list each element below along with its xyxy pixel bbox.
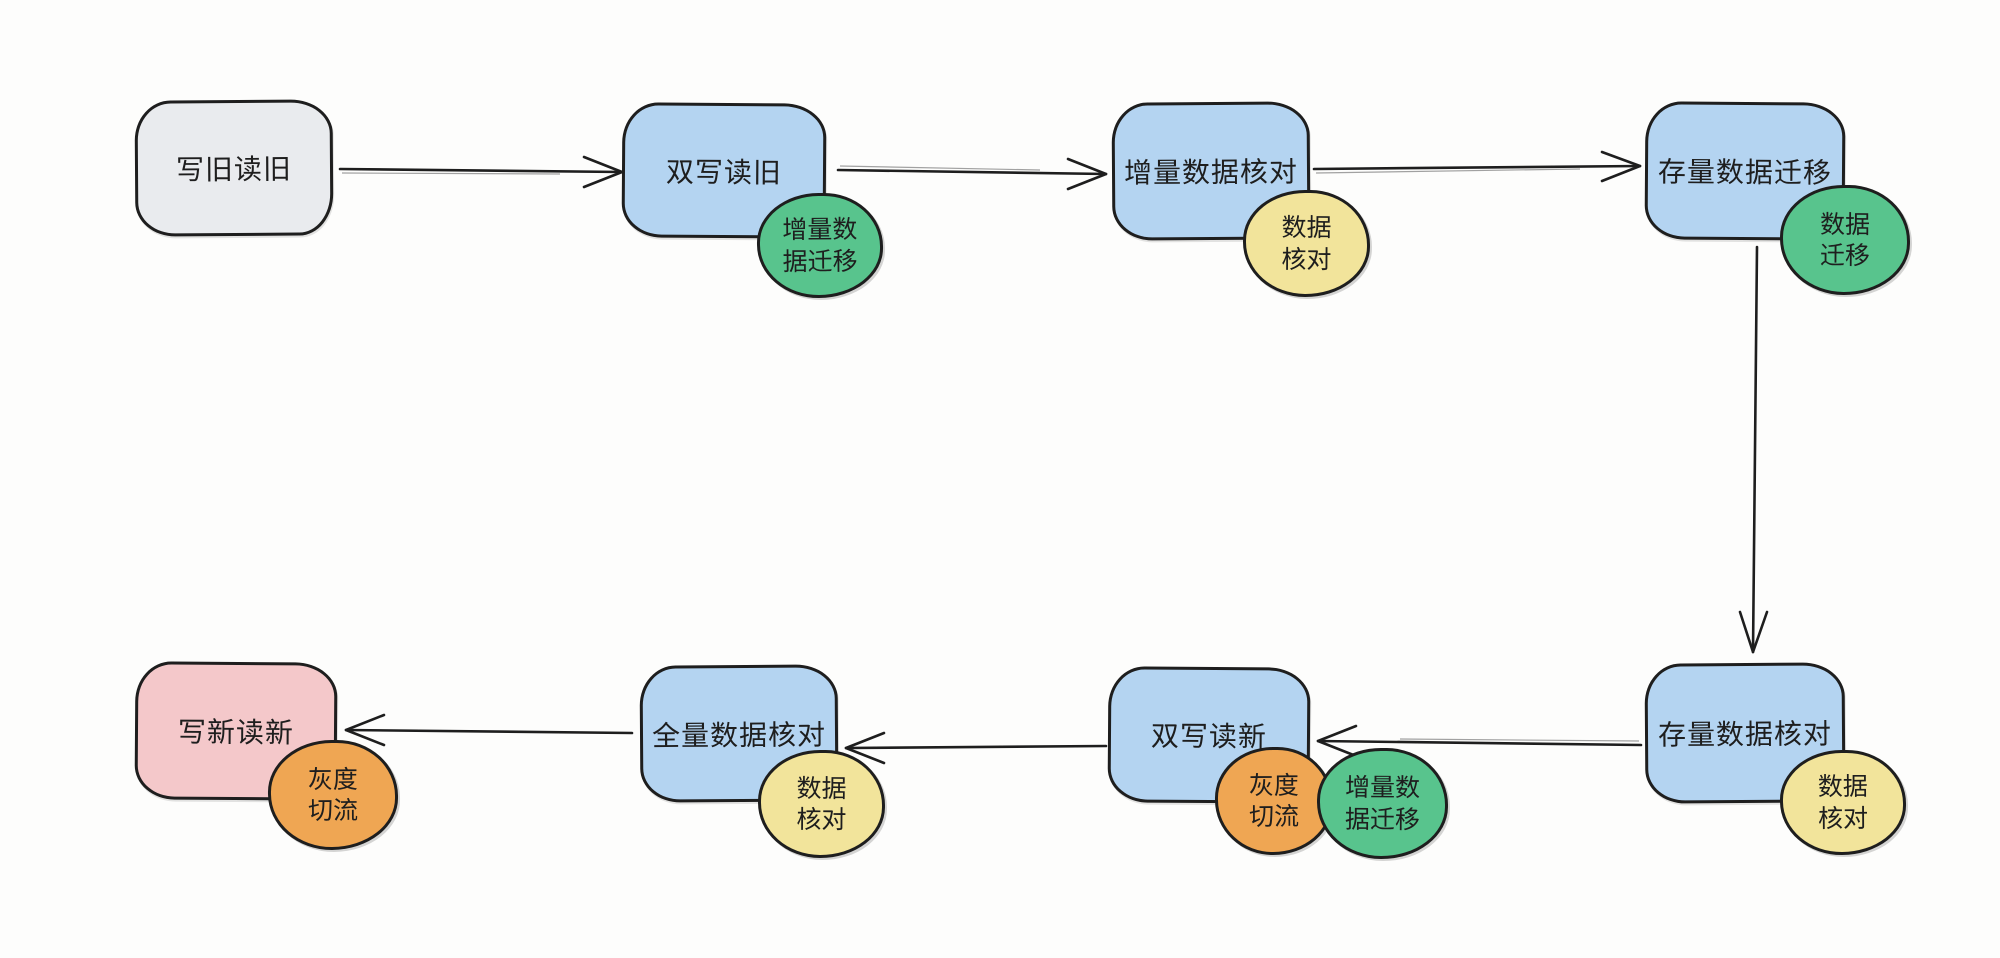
badge-line: 增量数 <box>1344 772 1421 803</box>
node-label: 存量数据核对 <box>1657 717 1833 752</box>
badge-line: 核对 <box>1281 244 1332 274</box>
badge-line: 增量数 <box>782 214 858 245</box>
node-label: 双写读旧 <box>665 155 783 189</box>
node-label: 全量数据核对 <box>651 717 827 753</box>
badge-incremental-migration-2[interactable]: 增量数 据迁移 <box>1316 747 1449 860</box>
badge-line: 据迁移 <box>782 246 858 276</box>
badge-line: 核对 <box>1817 803 1869 833</box>
arrow-incremental-check-to-stock-migration[interactable] <box>1312 150 1642 183</box>
node-write-old-read-old[interactable]: 写旧读旧 <box>134 99 334 237</box>
badge-data-check-2[interactable]: 数据 核对 <box>1779 749 1907 856</box>
arrow-stock-migration-to-stock-check[interactable] <box>1738 245 1769 654</box>
badge-line: 数据 <box>1281 213 1332 243</box>
badge-line: 切流 <box>1248 801 1300 832</box>
arrow-dual-write-new-to-full-check[interactable] <box>844 731 1108 765</box>
badge-line: 核对 <box>796 804 847 835</box>
badge-line: 数据 <box>1819 209 1871 239</box>
badge-line: 切流 <box>307 795 359 826</box>
badge-data-migration-1[interactable]: 数据 迁移 <box>1779 184 1911 296</box>
node-label: 增量数据核对 <box>1123 155 1299 190</box>
node-label: 双写读新 <box>1150 719 1268 754</box>
badge-gray-cutover-2[interactable]: 灰度 切流 <box>267 739 399 851</box>
arrow-dual-write-to-incremental-check[interactable] <box>836 157 1108 191</box>
node-label: 存量数据迁移 <box>1657 155 1833 190</box>
badge-gray-cutover-1[interactable]: 灰度 切流 <box>1214 746 1334 856</box>
node-label: 写新读新 <box>177 715 295 750</box>
arrow-write-old-to-dual-write[interactable] <box>338 155 624 189</box>
badge-data-check-1[interactable]: 数据 核对 <box>1242 189 1371 298</box>
badge-line: 灰度 <box>1248 770 1299 800</box>
badge-incremental-migration-1[interactable]: 增量数 据迁移 <box>756 192 884 299</box>
badge-line: 灰度 <box>307 764 358 794</box>
badge-line: 数据 <box>796 773 847 803</box>
badge-line: 据迁移 <box>1344 804 1420 834</box>
arrow-stock-check-to-dual-write-new[interactable] <box>1316 724 1643 758</box>
badge-data-check-3[interactable]: 数据 核对 <box>757 749 886 859</box>
arrow-full-check-to-write-new[interactable] <box>344 713 634 747</box>
node-label: 写旧读旧 <box>175 152 293 187</box>
badge-line: 迁移 <box>1819 240 1870 271</box>
badge-line: 数据 <box>1817 772 1868 802</box>
